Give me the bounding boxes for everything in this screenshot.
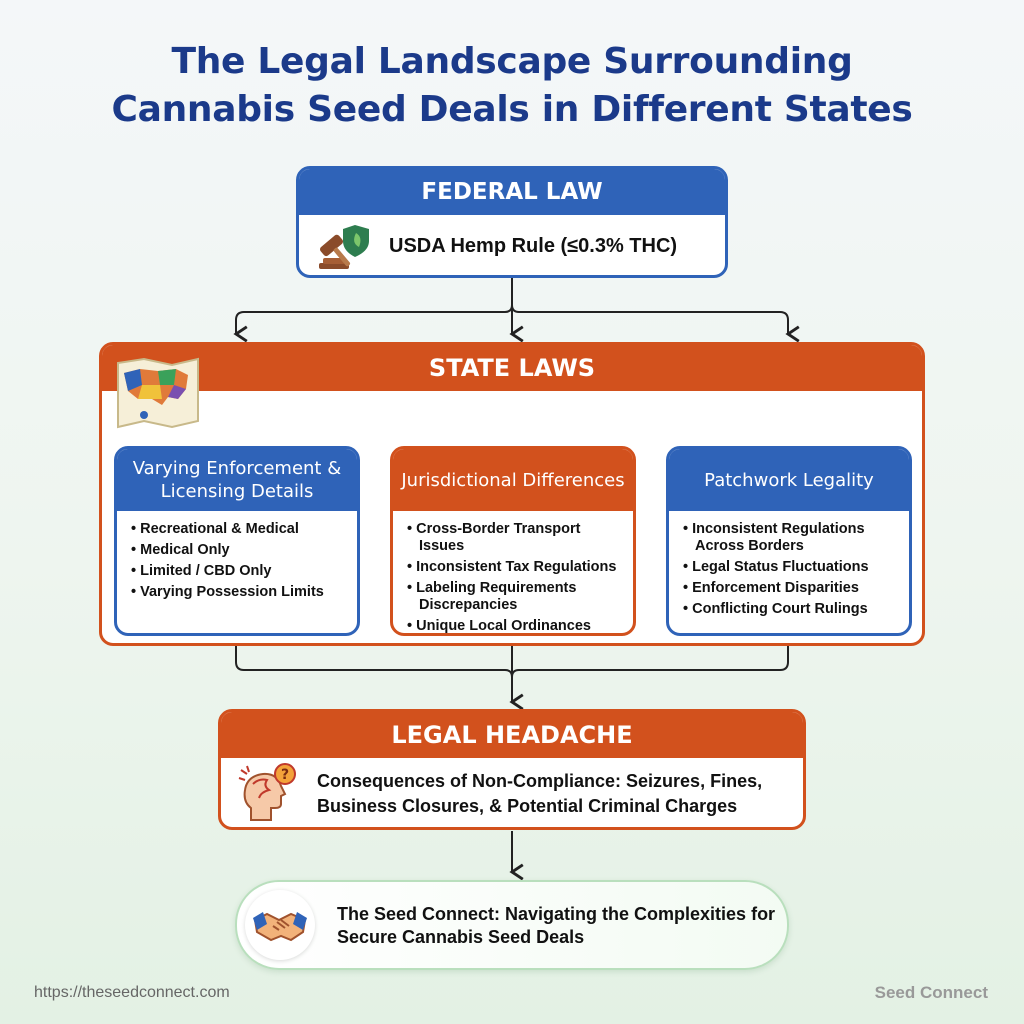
handshake-icon	[245, 890, 315, 960]
sub-varying-enforcement: Varying Enforcement & Licensing Details …	[114, 446, 360, 636]
list-item: Labeling Requirements Discrepancies	[407, 580, 625, 614]
title-line-2: Cannabis Seed Deals in Different States	[111, 89, 913, 130]
list-item: Conflicting Court Rulings	[683, 601, 901, 618]
list-item: Recreational & Medical	[131, 521, 349, 538]
legal-headache-header: LEGAL HEADACHE	[221, 712, 803, 758]
gavel-shield-icon	[315, 221, 377, 280]
seed-connect-box: The Seed Connect: Navigating the Complex…	[235, 880, 789, 970]
footer-url[interactable]: https://theseedconnect.com	[34, 984, 230, 1001]
sub-list: Cross-Border Transport Issues Inconsiste…	[407, 521, 625, 639]
seed-connect-text: The Seed Connect: Navigating the Complex…	[337, 904, 776, 947]
footer-brand: Seed Connect	[874, 983, 988, 1002]
sub-patchwork-legality: Patchwork Legality Inconsistent Regulati…	[666, 446, 912, 636]
list-item: Legal Status Fluctuations	[683, 559, 901, 576]
sub-jurisdictional-differences: Jurisdictional Differences Cross-Border …	[390, 446, 636, 636]
list-item: Cross-Border Transport Issues	[407, 521, 625, 555]
federal-law-header: FEDERAL LAW	[299, 169, 725, 215]
list-item: Inconsistent Regulations Across Borders	[683, 521, 901, 555]
federal-law-box: FEDERAL LAW USDA Hemp Rule (≤0.3% THC)	[296, 166, 728, 278]
state-laws-header: STATE LAWS	[102, 345, 922, 391]
sub-header: Patchwork Legality	[669, 449, 909, 511]
list-item: Unique Local Ordinances	[407, 618, 625, 635]
sub-header: Jurisdictional Differences	[393, 449, 633, 511]
list-item: Medical Only	[131, 542, 349, 559]
title-line-1: The Legal Landscape Surrounding	[171, 41, 853, 82]
list-item: Varying Possession Limits	[131, 584, 349, 601]
svg-text:?: ?	[281, 767, 289, 783]
federal-law-text: USDA Hemp Rule (≤0.3% THC)	[389, 235, 678, 257]
list-item: Inconsistent Tax Regulations	[407, 559, 625, 576]
list-item: Enforcement Disparities	[683, 580, 901, 597]
sub-header: Varying Enforcement & Licensing Details	[117, 449, 357, 511]
page-title: The Legal Landscape Surrounding Cannabis…	[0, 38, 1024, 134]
legal-headache-text: Consequences of Non-Compliance: Seizures…	[317, 771, 763, 816]
sub-list: Inconsistent Regulations Across Borders …	[683, 521, 901, 622]
sub-list: Recreational & Medical Medical Only Limi…	[131, 521, 349, 605]
legal-headache-box: LEGAL HEADACHE ? Consequences of Non-Com…	[218, 709, 806, 830]
us-map-icon	[114, 355, 202, 436]
state-laws-box: STATE LAWS Varying Enforcement & Licensi…	[99, 342, 925, 646]
confused-head-icon: ?	[237, 762, 301, 831]
list-item: Limited / CBD Only	[131, 563, 349, 580]
